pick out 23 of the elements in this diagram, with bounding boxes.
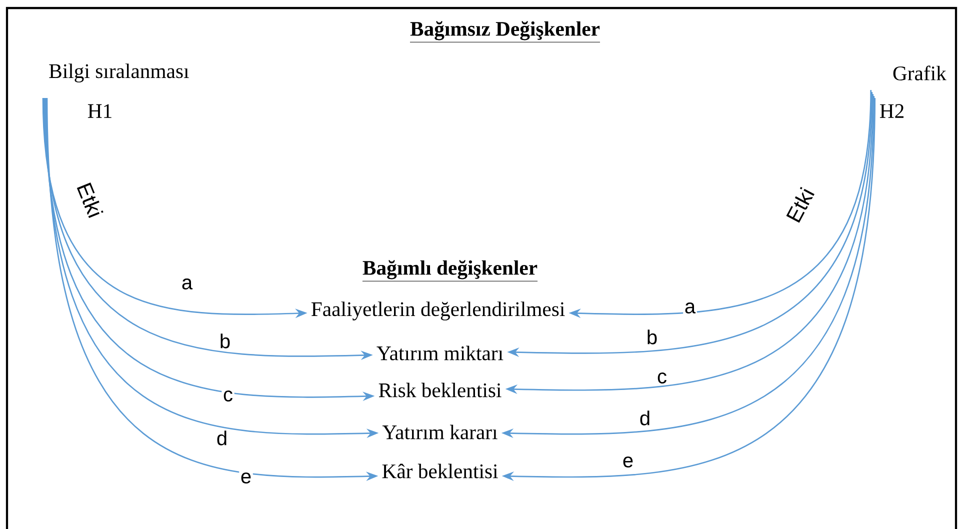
variable-label: Risk beklentisi [378,382,502,398]
variable-label: Yatırım miktarı [376,346,504,360]
hypothesis-label: H2 [880,104,904,118]
variable-label: Kâr beklentisi [382,464,498,478]
edge-label: e [621,455,635,469]
section-heading: Bağımlı değişkenler [362,260,538,282]
edge-label: c [222,389,234,403]
edge-label: b [645,328,659,346]
edge-label: c [656,371,668,385]
title: Bağımsız Değişkenler [410,21,600,42]
effect-label: Etki [786,186,814,223]
hypothesis-label: H1 [88,104,112,118]
edge-label: a [683,301,697,315]
variable-label: Grafik [893,66,946,80]
edge-label: b [218,332,232,350]
variable-label: Yatırım kararı [382,424,498,440]
edge-label: e [239,471,253,485]
variable-label: Bilgi sıralanması [49,64,189,82]
edge-label: d [638,409,652,427]
effect-label: Etki [76,182,104,218]
edge-label: a [180,277,194,291]
edge-label: d [215,429,229,447]
variable-label: Faaliyetlerin değerlendirilmesi [311,302,565,320]
